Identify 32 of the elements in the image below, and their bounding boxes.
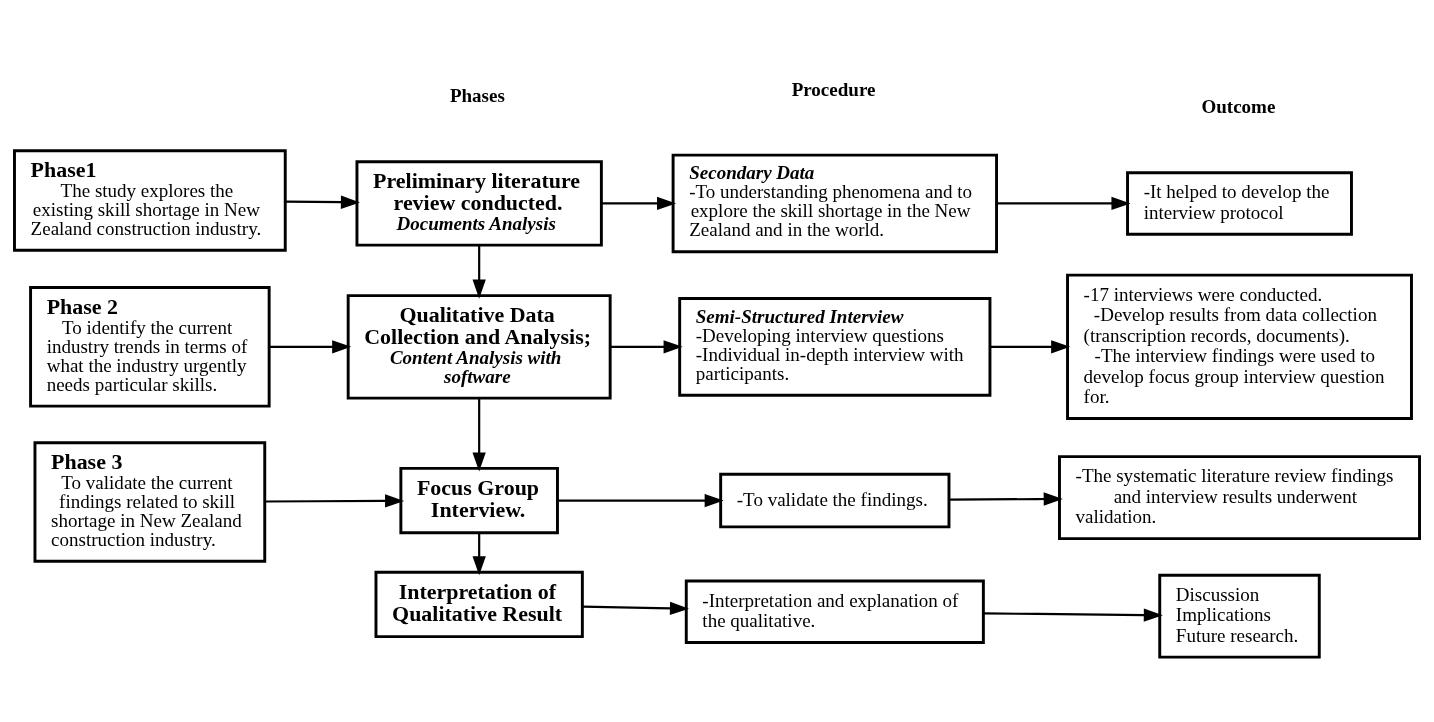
- label: Phases: [449, 84, 505, 106]
- node-box: -Interpretation and explanation of the qualitative.: [684, 579, 985, 644]
- node-box: -To validate the findings.: [719, 472, 951, 528]
- arrow: [949, 491, 1063, 506]
- arrow: [582, 601, 689, 615]
- label: Procedure: [791, 78, 876, 100]
- node-box: -It helped to develop the interview protocol: [1126, 170, 1353, 236]
- arrow: [472, 398, 486, 471]
- node-box: -The systematic literature review findings and interview results underwent validation.: [1058, 454, 1421, 540]
- node-box: Interpretation of Qualitative Result: [374, 570, 584, 638]
- node-box: Discussion Implications Future research.: [1158, 573, 1321, 659]
- arrow: [610, 339, 683, 354]
- node-box: Focus Group Interview.: [399, 466, 559, 534]
- arrow: [601, 196, 677, 210]
- arrow: [269, 339, 352, 354]
- node-box: Phase 3 To validate the current findings related to skill shortage in New Zealand construction industry.: [33, 440, 267, 563]
- label: Outcome: [1201, 95, 1276, 117]
- arrow: [990, 339, 1071, 354]
- arrow: [472, 245, 486, 299]
- node-box: Secondary Data -To understanding phenomena and to explore the skill shortage in the New Zealand and in the world.: [671, 153, 998, 253]
- node-box: Preliminary literature review conducted. Documents Analysis: [355, 159, 603, 247]
- arrow: [996, 196, 1131, 210]
- node-box: Semi-Structured Interview -Developing interview questions -Individual in-depth interview with participants.: [678, 296, 992, 397]
- arrow: [285, 195, 360, 209]
- node-box: Phase 2 To identify the current industry trends in terms of what the industry urgently needs particular skills.: [29, 285, 271, 408]
- node-box: -17 interviews were conducted. -Develop results from data collection (transcription records, documents). -The interview findings were used to develop focus group interview question for.: [1066, 273, 1413, 420]
- arrow: [557, 493, 724, 507]
- node-box: Qualitative Data Collection and Analysis; Content Analysis with software: [346, 293, 612, 400]
- arrow: [265, 493, 405, 508]
- arrow: [472, 532, 486, 575]
- arrow: [983, 607, 1163, 622]
- node-box: Phase1 The study explores the existing skill shortage in New Zealand construction industry.: [13, 148, 287, 252]
